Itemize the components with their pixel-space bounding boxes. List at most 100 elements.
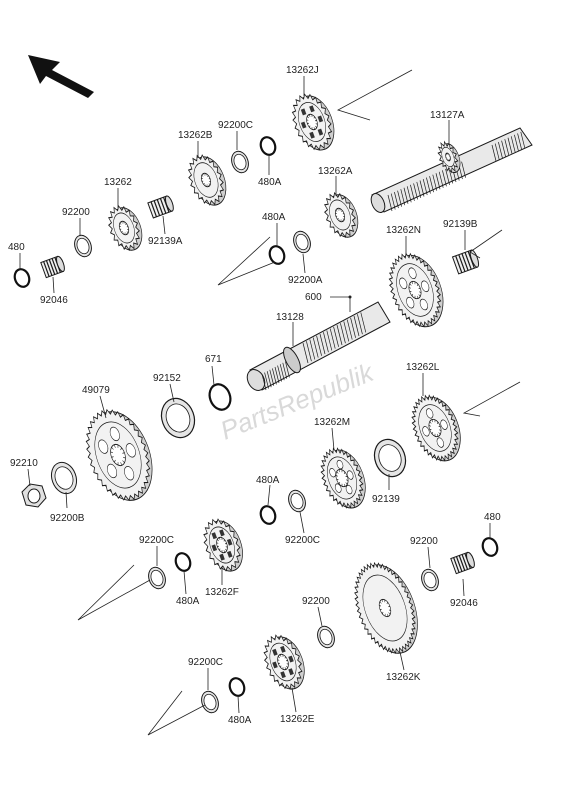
needle-bearing-92139A: [147, 195, 174, 219]
group-indicator-line: [469, 229, 503, 259]
collar-92139: [373, 438, 407, 478]
group-indicator-line: [147, 690, 206, 736]
circlip-480A-5: [228, 677, 246, 697]
part-label-92200c-3: 92200C: [285, 535, 320, 546]
circlip-480-2: [481, 537, 499, 557]
gear-49079: [85, 408, 153, 502]
part-label-92152: 92152: [153, 373, 181, 384]
part-label-480-2: 480: [484, 512, 501, 523]
part-label-13262b: 13262B: [178, 130, 213, 141]
leader-line: [302, 253, 306, 274]
part-label-92200-3: 92200: [302, 596, 330, 607]
nut-92210: [21, 483, 47, 508]
part-label-13262: 13262: [104, 177, 132, 188]
part-label-13128: 13128: [276, 312, 304, 323]
gear-13262L: [411, 394, 461, 462]
washer-92200C-4: [201, 690, 219, 714]
part-label-480-1: 480: [8, 242, 25, 253]
washer-92200-1: [74, 234, 92, 258]
part-label-600: 600: [305, 292, 322, 303]
part-label-92200-1: 92200: [62, 207, 90, 218]
gear-13262B: [187, 154, 227, 206]
part-label-480a-1: 480A: [258, 177, 282, 188]
part-label-13262f: 13262F: [205, 587, 239, 598]
circlip-480A-1: [259, 136, 277, 156]
part-label-92200-2: 92200: [410, 536, 438, 547]
part-label-13262l: 13262L: [406, 362, 440, 373]
part-label-480a-5: 480A: [228, 715, 252, 726]
leader-line: [331, 427, 335, 451]
part-label-49079: 49079: [82, 385, 110, 396]
leader-line: [291, 687, 297, 713]
part-label-92139b: 92139B: [443, 219, 478, 230]
part-label-92210: 92210: [10, 458, 38, 469]
part-label-13262a: 13262A: [318, 166, 353, 177]
leader-dot: [348, 295, 352, 299]
leader-line: [27, 468, 31, 487]
part-label-480a-2: 480A: [262, 212, 286, 223]
gear-13262N: [388, 252, 444, 328]
part-label-480a-3: 480A: [256, 475, 280, 486]
washer-92200-3: [317, 625, 335, 649]
bearing-92152: [160, 397, 196, 439]
part-label-13127a: 13127A: [430, 110, 465, 121]
part-label-671: 671: [205, 354, 222, 365]
group-indicator-line: [77, 564, 151, 621]
part-label-92200a: 92200A: [288, 275, 323, 286]
leader-line: [299, 511, 305, 534]
part-label-92046-1: 92046: [40, 295, 68, 306]
leader-line: [237, 695, 240, 714]
washer-92200B: [50, 461, 78, 495]
leader-line: [427, 546, 431, 569]
gear-13127A-integrated: [437, 140, 461, 174]
group-indicator-line: [462, 381, 521, 417]
leader-line: [169, 383, 175, 403]
leader-line: [211, 365, 215, 386]
part-label-13262e: 13262E: [280, 714, 315, 725]
gear-13262K: [354, 561, 418, 655]
gear-13262M: [320, 447, 366, 509]
shaft-13128: [246, 301, 391, 391]
circlip-671: [208, 383, 232, 411]
part-label-92200b: 92200B: [50, 513, 85, 524]
washer-92200C-1: [231, 150, 249, 174]
front-direction-arrow-icon: [28, 55, 94, 98]
circlip-480-1: [13, 268, 31, 288]
group-indicator-line: [336, 69, 413, 121]
circlip-480A-4: [174, 552, 192, 572]
part-label-92046-2: 92046: [450, 598, 478, 609]
washer-92200C-3: [148, 566, 166, 590]
leader-line: [162, 215, 166, 235]
gear-13262A: [324, 191, 359, 239]
leader-line: [52, 276, 55, 294]
leader-line: [317, 606, 323, 627]
part-label-92200c-1: 92200C: [218, 120, 253, 131]
leader-line: [183, 570, 187, 595]
leader-line: [65, 491, 68, 509]
circlip-480A-3: [259, 505, 277, 525]
leader-line: [99, 395, 107, 419]
washer-92200-2: [421, 568, 439, 592]
group-indicator-line: [217, 236, 276, 286]
part-label-13262j: 13262J: [286, 65, 319, 76]
needle-bearing-92046-2: [450, 551, 475, 575]
leader-line: [399, 651, 405, 671]
part-label-13262n: 13262N: [386, 225, 421, 236]
part-label-92200c-2: 92200C: [139, 535, 174, 546]
part-label-92139: 92139: [372, 494, 400, 505]
washer-92200C-2: [288, 489, 306, 513]
needle-bearing-92139B: [451, 249, 480, 275]
circlip-480A-2: [268, 245, 286, 265]
part-label-480a-4: 480A: [176, 596, 200, 607]
part-label-92139a: 92139A: [148, 236, 183, 247]
leader-line: [267, 484, 271, 506]
needle-bearing-92046-1: [40, 255, 65, 279]
gear-13262: [108, 204, 143, 252]
washer-92200A: [293, 230, 311, 254]
part-label-13262k: 13262K: [386, 672, 421, 683]
gear-13262J: [291, 93, 335, 151]
part-label-92200c-4: 92200C: [188, 657, 223, 668]
gear-13262E: [263, 634, 305, 690]
part-label-13262m: 13262M: [314, 417, 350, 428]
